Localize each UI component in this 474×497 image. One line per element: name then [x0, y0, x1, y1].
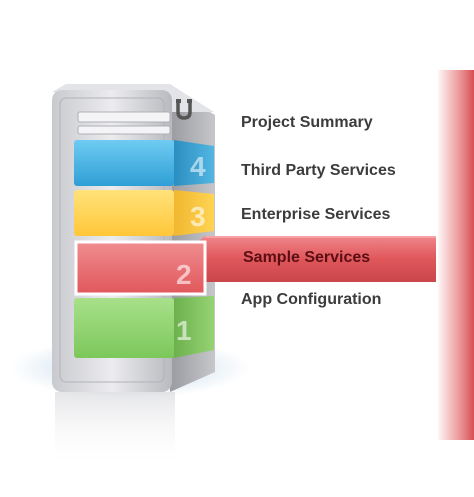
magnet-icon [176, 99, 192, 120]
layer-4-block[interactable]: 4 [74, 140, 214, 186]
menu-item-third-party-services[interactable]: Third Party Services [241, 162, 396, 179]
layer-1-number: 1 [176, 315, 192, 346]
menu-item-sample-services[interactable]: Sample Services [243, 249, 371, 266]
layer-2-block[interactable]: 2 [74, 240, 207, 296]
layer-4-number: 4 [190, 151, 206, 182]
right-glow [436, 70, 474, 440]
layer-3-block[interactable]: 3 [74, 190, 214, 236]
menu-item-app-configuration[interactable]: App Configuration [241, 291, 382, 308]
selected-band [195, 236, 436, 282]
layer-3-number: 3 [190, 201, 206, 232]
layer-2-number: 2 [176, 259, 192, 290]
menu-item-enterprise-services[interactable]: Enterprise Services [241, 206, 391, 223]
server-reflection [55, 392, 175, 470]
layer-1-block[interactable]: 1 [74, 296, 214, 358]
menu-item-project-summary[interactable]: Project Summary [241, 114, 373, 131]
